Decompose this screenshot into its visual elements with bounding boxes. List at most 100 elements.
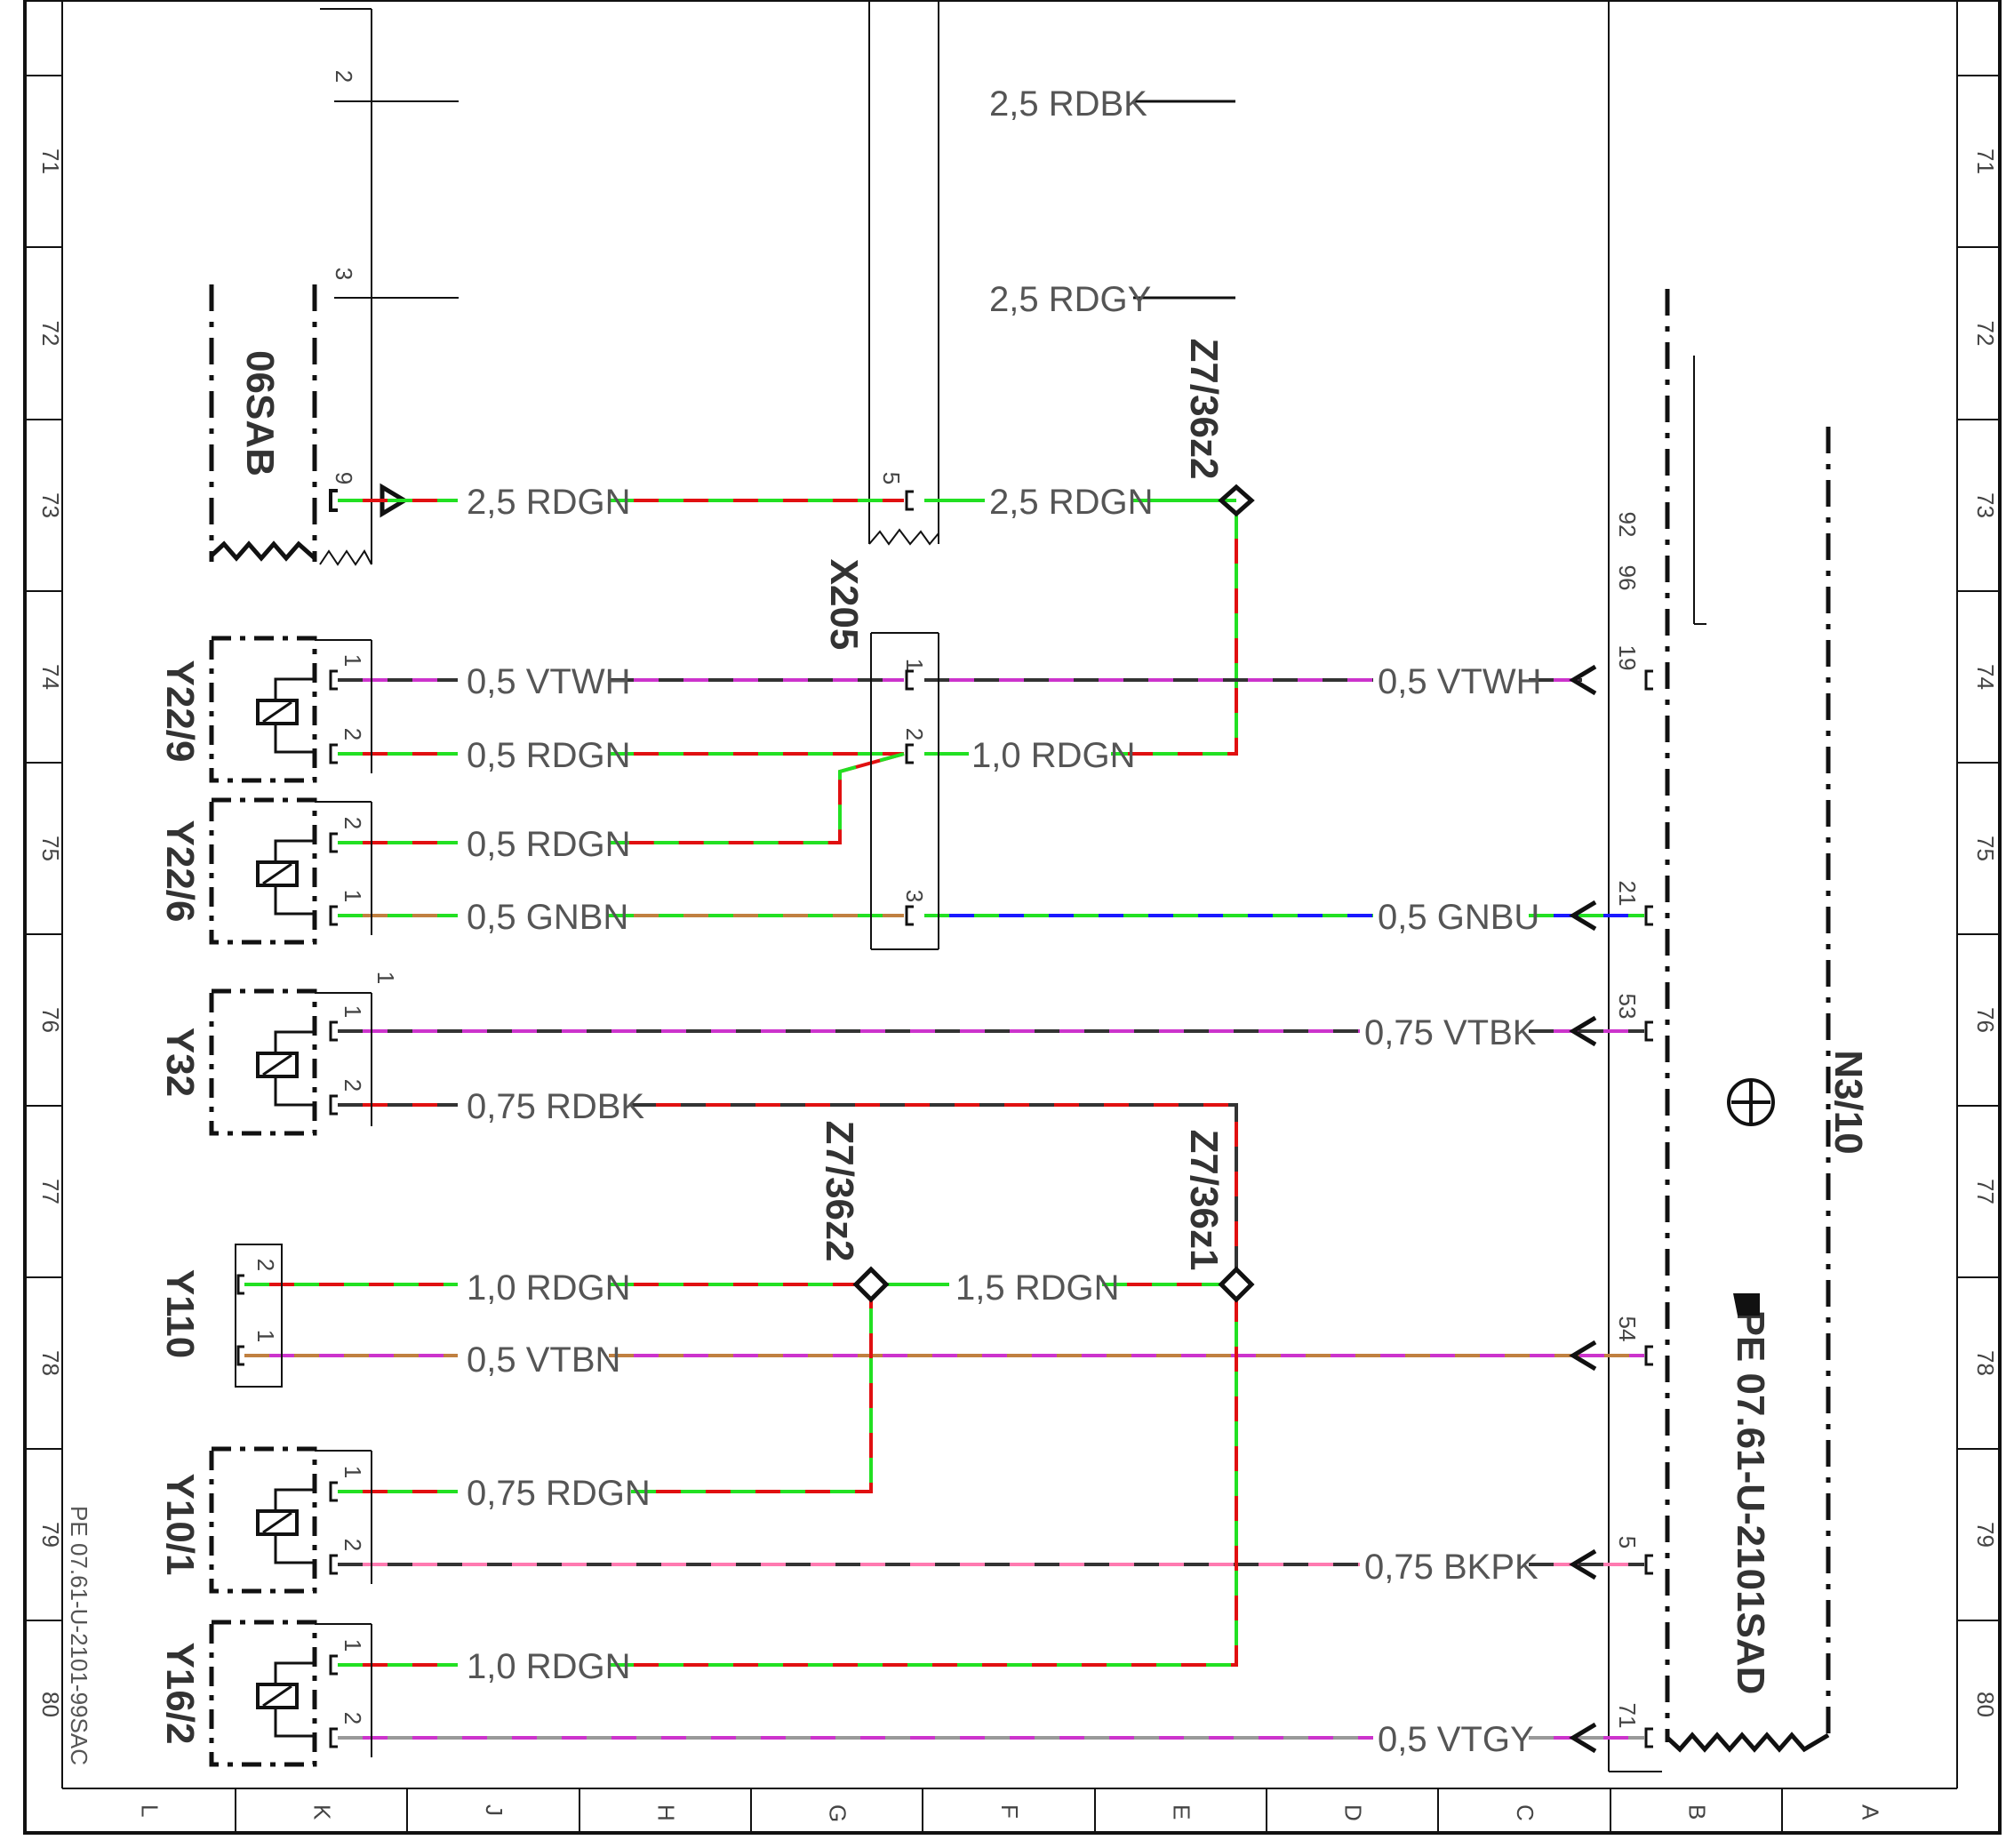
wire-segment	[1111, 514, 1238, 756]
coil-icon	[256, 699, 299, 725]
row-label: 71	[37, 148, 64, 174]
pin-number: 1	[340, 1005, 366, 1018]
label-y22-6: Y22/6	[158, 820, 202, 923]
pin-x205-1: 1	[901, 659, 928, 671]
wire-layer	[244, 100, 1644, 1740]
row-label: 75	[37, 836, 64, 861]
label-z7-36z1: Z7/36z1	[1182, 1130, 1226, 1271]
coil-icon	[256, 1683, 299, 1709]
pin-number: 2	[340, 728, 366, 740]
arrowhead	[1569, 900, 1597, 932]
wire-labels: 2,5 RDBK 2,5 RDGY 2,5 RDGN 2,5 RDGN 0,5 …	[467, 84, 1541, 1759]
pin-terminal	[1644, 1554, 1653, 1575]
pin-labels-n3-10: 92 96 19 21 53 54 5 71	[1614, 512, 1641, 1729]
coil-icon	[256, 1052, 299, 1078]
label-z7-36z2-top: Z7/36z2	[1182, 339, 1226, 480]
input-arrows	[1569, 664, 1653, 1754]
pin-n3-21: 21	[1614, 881, 1641, 907]
wire-label-18: 1,0 RDGN	[467, 1647, 631, 1686]
component-labels: Y22/9 Y22/6 Y32 Y110 Y10/1 Y16/2 N3/10 Z…	[66, 339, 1870, 1765]
pin-n3-96: 96	[1614, 565, 1641, 591]
label-y10-1: Y10/1	[158, 1474, 202, 1576]
solenoid-valve: 12	[209, 988, 372, 1136]
row-label: 76	[37, 1007, 64, 1033]
sheet-reference: PE 07.61-U-2101-99SAC	[66, 1506, 92, 1765]
pin-terminal	[329, 832, 338, 853]
solenoid-valve: 12	[209, 1446, 372, 1594]
arrowhead	[1569, 664, 1597, 696]
pin-number: 1	[340, 1466, 366, 1478]
label-y32: Y32	[158, 1028, 202, 1097]
wire-label-15: 0,5 VTBN	[467, 1340, 620, 1380]
wire-segment	[631, 1300, 873, 1493]
pin-terminal	[329, 1654, 338, 1676]
connector-y110: 21	[235, 1244, 283, 1388]
wire-label-3: 2,5 RDGN	[989, 483, 1154, 522]
label-z7-36z2: Z7/36z2	[818, 1121, 861, 1262]
pin-number: 2	[252, 1259, 279, 1271]
pin-sab-2: 2	[331, 70, 357, 83]
transistor-icon	[1727, 1078, 1775, 1126]
wire-tracer	[631, 1300, 873, 1493]
arrowhead	[1569, 1015, 1597, 1047]
wire-segment	[609, 752, 905, 844]
wire-label-19: 0,5 VTGY	[1378, 1720, 1534, 1759]
label-n3-10-ref: PE 07.61-U-2101SAD	[1729, 1310, 1772, 1695]
column-label: G	[825, 1804, 851, 1822]
row-label: 79	[1972, 1522, 1999, 1548]
wire-tracer	[609, 1300, 1238, 1667]
wire-label-11: 0,75 VTBK	[1364, 1013, 1537, 1052]
row-label: 78	[1972, 1350, 1999, 1376]
solenoid-valve: 12	[209, 636, 372, 783]
column-label: C	[1512, 1804, 1538, 1821]
column-label: J	[481, 1804, 507, 1816]
row-label: 74	[37, 664, 64, 690]
column-grid	[235, 1788, 1783, 1833]
pin-terminal	[329, 1727, 338, 1748]
pin-n3-5: 5	[1614, 1536, 1641, 1548]
pin-terminal	[329, 1554, 338, 1575]
pin-sab-3: 3	[331, 268, 357, 280]
pin-x205-5: 5	[878, 472, 905, 484]
pin-terminal	[329, 905, 338, 926]
row-label: 80	[37, 1692, 64, 1717]
wire-label-5: 0,5 VTWH	[1378, 662, 1541, 701]
control-unit-n3-10: 92 96 19 21 53 54 5 71	[1614, 289, 1831, 1753]
row-label: 78	[37, 1350, 64, 1376]
pin-terminal	[1644, 905, 1653, 926]
pointing-hand-icon	[1733, 1293, 1760, 1316]
coil-icon	[256, 860, 299, 887]
row-grid	[25, 75, 2000, 1621]
pin-number: 1	[340, 1639, 366, 1652]
row-label: 76	[1972, 1007, 1999, 1033]
pin-n3-71: 71	[1614, 1703, 1641, 1729]
pin-n3-92: 92	[1614, 512, 1641, 538]
pin-terminal	[329, 1481, 338, 1502]
pin-number: 2	[340, 1712, 366, 1724]
column-label: F	[996, 1804, 1023, 1819]
pin-terminal	[329, 669, 338, 691]
column-label: A	[1858, 1804, 1884, 1820]
column-label: D	[1340, 1804, 1367, 1821]
label-06sab: 06SAB	[238, 350, 282, 476]
row-label: 77	[37, 1179, 64, 1204]
row-label: 71	[1972, 148, 1999, 174]
wire-label-0: 2,5 RDBK	[989, 84, 1147, 124]
pin-terminal	[1644, 1345, 1653, 1366]
label-y22-9: Y22/9	[158, 660, 202, 763]
pin-x205-2: 2	[901, 728, 928, 740]
pin-terminal	[329, 1094, 338, 1116]
pin-terminal	[329, 743, 338, 764]
arrowhead	[1569, 1340, 1597, 1372]
wire-label-13: 1,0 RDGN	[467, 1268, 631, 1308]
wire-label-16: 0,75 RDGN	[467, 1474, 651, 1513]
column-label: K	[309, 1804, 336, 1820]
wire-label-2: 2,5 RDGN	[467, 483, 631, 522]
pin-n3-53: 53	[1614, 994, 1641, 1020]
pin-number: 1	[372, 972, 399, 984]
wire-label-17: 0,75 BKPK	[1364, 1548, 1538, 1587]
pin-terminal	[1644, 1020, 1653, 1042]
pin-n3-54: 54	[1614, 1316, 1641, 1342]
